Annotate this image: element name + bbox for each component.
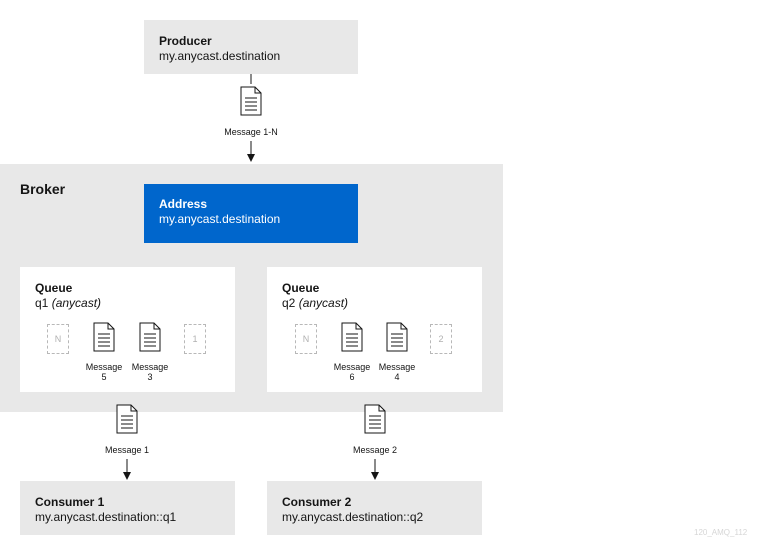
message-document-icon — [364, 404, 386, 434]
empty-message-slot: 1 — [184, 324, 206, 354]
queued-message-label: Message 6 — [328, 362, 376, 382]
producer-message-label: Message 1-N — [224, 127, 278, 137]
queue-routing-type: (anycast) — [51, 296, 102, 310]
queued-message-label: Message 3 — [126, 362, 174, 382]
consumer-address: my.anycast.destination::q1 — [35, 510, 177, 524]
queue-title: Queue — [282, 281, 320, 295]
message-label-line1: Message — [85, 362, 123, 372]
queued-message-label: Message 4 — [373, 362, 421, 382]
producer-title: Producer — [159, 34, 212, 48]
queue-name: q1 (anycast) — [35, 296, 101, 310]
empty-message-slot: 2 — [430, 324, 452, 354]
empty-message-slot: N — [295, 324, 317, 354]
message-document-icon — [386, 322, 408, 352]
address-name: my.anycast.destination — [159, 212, 281, 226]
consumer-title: Consumer 1 — [35, 495, 105, 509]
consumer-2-box: Consumer 2 my.anycast.destination::q2 — [267, 481, 482, 535]
address-box: Address my.anycast.destination — [144, 184, 358, 243]
slot-label: 1 — [192, 334, 198, 344]
queue-routing-type: (anycast) — [298, 296, 349, 310]
message-label-line2: 4 — [394, 372, 400, 382]
queued-message-label: Message 5 — [80, 362, 128, 382]
consumer-address: my.anycast.destination::q2 — [282, 510, 424, 524]
empty-message-slot: N — [47, 324, 69, 354]
producer-box: Producer my.anycast.destination — [144, 20, 358, 74]
address-title: Address — [159, 197, 208, 211]
consumer-1-box: Consumer 1 my.anycast.destination::q1 — [20, 481, 235, 535]
queue-box-q1: Queue q1 (anycast) N Message 5 Message 3… — [20, 267, 235, 392]
consumer-title: Consumer 2 — [282, 495, 352, 509]
queue-box-q2: Queue q2 (anycast) N Message 6 Message 4… — [267, 267, 482, 392]
slot-label: 2 — [438, 334, 444, 344]
figure-id-watermark: 120_AMQ_112 — [694, 528, 748, 537]
queue-title: Queue — [35, 281, 73, 295]
slot-label: N — [302, 334, 310, 344]
message-label-line2: 6 — [349, 372, 355, 382]
message-document-icon — [116, 404, 138, 434]
consumer-2-message-label: Message 2 — [352, 445, 398, 455]
message-label-line1: Message — [378, 362, 416, 372]
broker-label: Broker — [20, 181, 66, 197]
message-label-line2: 3 — [147, 372, 153, 382]
message-label-line2: 5 — [101, 372, 107, 382]
message-document-icon — [341, 322, 363, 352]
queue-name: q2 (anycast) — [282, 296, 348, 310]
message-document-icon — [93, 322, 115, 352]
message-document-icon — [240, 86, 262, 116]
queue-name-value: q2 — [282, 296, 296, 310]
message-label-line1: Message — [333, 362, 371, 372]
producer-address: my.anycast.destination — [159, 49, 281, 63]
consumer-1-message-label: Message 1 — [104, 445, 150, 455]
message-document-icon — [139, 322, 161, 352]
message-label-line1: Message — [131, 362, 169, 372]
slot-label: N — [54, 334, 62, 344]
queue-name-value: q1 — [35, 296, 49, 310]
